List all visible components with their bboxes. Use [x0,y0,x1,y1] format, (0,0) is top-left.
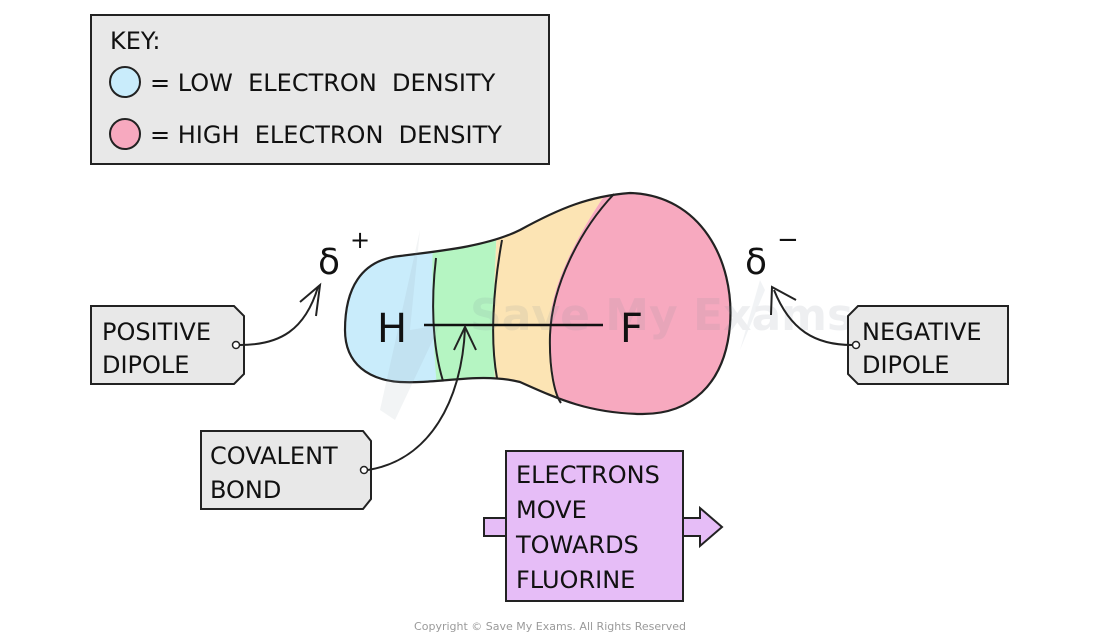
key-panel: KEY: = LOW ELECTRON DENSITY = HIGH ELECT… [90,14,550,165]
positive-dipole-label-line2: DIPOLE [102,351,189,379]
low-density-label: = LOW ELECTRON DENSITY [150,69,496,97]
covalent-bond-label-line1: COVALENT [210,442,338,470]
watermark-logo-icon-right [740,280,765,350]
positive-dipole-tag: POSITIVE DIPOLE [90,282,322,385]
electron-flow-line2: MOVE [516,496,587,524]
positive-dipole-label-line1: POSITIVE [102,318,211,346]
covalent-bond-arrowhead [453,324,477,351]
negative-dipole-arrowhead [770,285,797,316]
negative-dipole-tag-hole [851,340,861,350]
cloud-region-fluorine [549,193,731,415]
region-divider-1 [432,257,444,382]
key-box [90,14,550,165]
region-divider-2 [492,239,503,379]
watermark-logo-icon [380,230,440,420]
electron-flow-line3: TOWARDS [515,531,639,559]
negative-dipole-label-line1: NEGATIVE [862,318,982,346]
low-density-swatch [109,66,141,98]
covalent-bond-tag-hole [359,465,369,475]
copyright-notice: Copyright © Save My Exams. All Rights Re… [414,620,686,633]
positive-dipole-arrow [239,286,319,346]
negative-dipole-arrow [773,289,853,346]
covalent-bond-tag: COVALENT BOND [200,324,477,510]
delta-minus-sign: − [777,225,799,255]
electron-flow-callout: ELECTRONS MOVE TOWARDS FLUORINE [483,450,724,602]
positive-dipole-arrowhead [299,282,322,317]
cloud-region-bond-mid [493,193,615,415]
delta-minus-symbol: δ [745,242,767,283]
covalent-bond-label-line2: BOND [210,476,281,504]
watermark: Save My Exams [380,230,853,420]
positive-dipole-tag-hole [231,340,241,350]
positive-dipole-tag-shape [90,305,245,385]
delta-plus-sign: + [350,226,370,254]
electron-flow-line4: FLUORINE [516,566,635,594]
hydrogen-atom-label: H [377,306,407,352]
high-density-swatch [109,118,141,150]
electron-flow-box [505,450,684,602]
delta-plus-symbol: δ [318,242,340,283]
negative-dipole-tag-shape [847,305,1009,385]
key-title: KEY: [110,27,160,55]
negative-dipole-tag: NEGATIVE DIPOLE [770,285,1009,385]
negative-dipole-label-line2: DIPOLE [862,351,949,379]
electron-flow-line1: ELECTRONS [516,461,660,489]
high-density-label: = HIGH ELECTRON DENSITY [150,121,502,149]
fluorine-atom-label: F [620,306,643,352]
covalent-bond-arrow [367,327,466,471]
covalent-bond-tag-shape [200,430,372,510]
region-divider-3 [548,193,615,404]
watermark-text: Save My Exams [470,290,853,341]
